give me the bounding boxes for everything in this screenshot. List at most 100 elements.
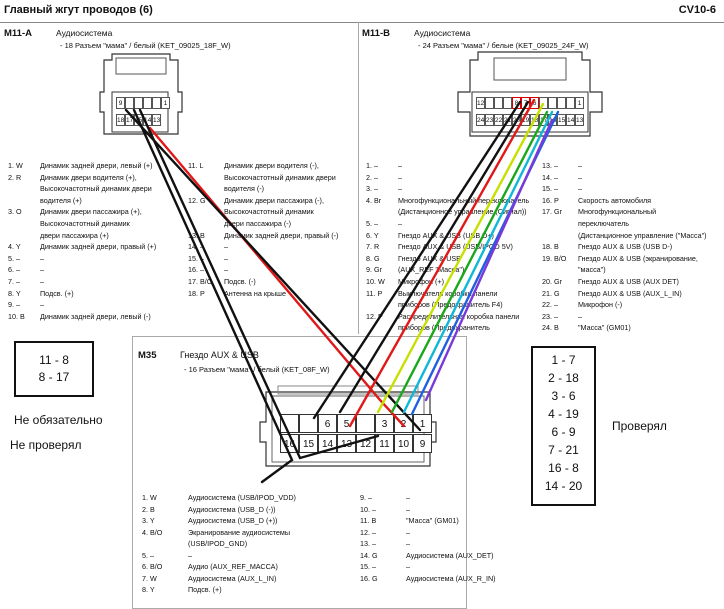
pin-description: Динамик двери водителя (-), bbox=[224, 161, 319, 170]
pin-description: Высокочастотный динамик bbox=[40, 218, 130, 228]
pin-number: 14. – bbox=[188, 242, 204, 252]
pin-cell bbox=[143, 97, 152, 109]
pin-number: 7. – bbox=[8, 276, 20, 286]
pin-cell: 14 bbox=[143, 114, 152, 126]
pin-number: 6. – bbox=[8, 265, 20, 275]
pin-list-row: 11. B"Масса" (GM01) bbox=[360, 515, 496, 527]
pin-number bbox=[542, 218, 578, 230]
pin-cell: 6 bbox=[530, 97, 539, 109]
pin-cell: 15 bbox=[557, 114, 566, 126]
connector-m11b-housing: 12 8 7 6 1 24 23 22 21 20 19 18 17 16 15… bbox=[456, 50, 604, 138]
pin-list-row: двери пассажира (+) bbox=[8, 230, 156, 242]
pin-list-row: 9. –– bbox=[360, 492, 496, 504]
pin-number: 1. W bbox=[8, 161, 23, 170]
pin-cell bbox=[503, 97, 512, 109]
pin-description: – bbox=[578, 311, 582, 321]
pin-number: 8. Y bbox=[8, 288, 21, 298]
pin-number bbox=[188, 218, 224, 230]
connector-m11b-id: M11-B bbox=[362, 28, 390, 39]
pin-cell: 20 bbox=[512, 114, 521, 126]
connector-m11b-bottom-row: 24 23 22 21 20 19 18 17 16 15 14 13 bbox=[476, 114, 584, 126]
pin-description: – bbox=[188, 550, 192, 560]
pin-number: 6. B/O bbox=[142, 562, 163, 571]
pin-number bbox=[8, 230, 40, 242]
pin-number: 10. B bbox=[8, 311, 25, 321]
pin-list-row: 13. – – bbox=[542, 160, 707, 172]
pin-list-row: (Дистанционное управление (Сигнал)) bbox=[366, 206, 529, 218]
m35-pin-bottom: 9 bbox=[413, 434, 432, 453]
pin-number: 4. Y bbox=[8, 242, 21, 252]
m35-pin-bottom: 14 bbox=[318, 434, 337, 453]
pin-description: – bbox=[40, 265, 44, 275]
connector-m11a-housing: 9 1 18 17 15 14 13 bbox=[98, 52, 184, 136]
pin-description: Динамик задней двери, правый (+) bbox=[40, 242, 157, 252]
pin-description: – bbox=[398, 218, 402, 228]
m35-pin-bottom: 12 bbox=[356, 434, 375, 453]
m35-pin-bottom: 10 bbox=[394, 434, 413, 453]
note-right-line: 4 - 19 bbox=[548, 407, 579, 421]
pin-description: Высокочастотный динамик bbox=[224, 207, 314, 217]
pin-number: 1. – bbox=[366, 161, 378, 170]
pin-description: Высокочастотный динамик двери bbox=[224, 172, 336, 182]
pin-cell: 22 bbox=[494, 114, 503, 126]
m35-pin-top: 1 bbox=[413, 414, 432, 433]
pin-description: (AUX_REF "Масса") bbox=[398, 265, 465, 275]
pin-list-row: (Дистанционное управление ("Масса") bbox=[542, 230, 707, 242]
pin-list-row: 5. –– bbox=[366, 218, 529, 230]
pin-description: – bbox=[224, 253, 228, 263]
pin-list-row: 15. –– bbox=[360, 561, 496, 573]
pin-number: 18. P bbox=[188, 288, 205, 298]
pin-number: 3. O bbox=[8, 207, 22, 217]
connector-m35-id: M35 bbox=[138, 350, 157, 361]
pin-number: 9. – bbox=[360, 493, 372, 502]
pin-description: Подсв. (+) bbox=[40, 288, 74, 298]
m35-pin-top: 6 bbox=[318, 414, 337, 433]
pin-description: (USB/IPOD_GND) bbox=[188, 539, 248, 548]
pin-number: 12. P bbox=[366, 311, 383, 321]
pin-description: Выключатель коробки панели bbox=[398, 288, 498, 298]
pin-list-row: 1. –– bbox=[366, 160, 529, 172]
pin-list-row: водителя (+) bbox=[8, 195, 156, 207]
pin-list-row: 7. –– bbox=[8, 276, 156, 288]
pin-number: 12. G bbox=[188, 195, 206, 205]
pin-description: двери пассажира (-) bbox=[224, 218, 292, 228]
pin-number: 16. G bbox=[360, 573, 378, 583]
pin-number: 2. R bbox=[8, 172, 22, 182]
pin-number: 20. Gr bbox=[542, 276, 562, 286]
pin-list-row: приборов (Предохранитель F4) bbox=[366, 299, 529, 311]
pin-number: 13. – bbox=[542, 161, 558, 170]
pin-list-row: 2. –– bbox=[366, 172, 529, 184]
pin-number: 10. – bbox=[360, 504, 376, 514]
pin-list-row: "масса") bbox=[542, 264, 707, 276]
pin-cell bbox=[548, 97, 557, 109]
pin-description: – bbox=[406, 539, 410, 548]
pin-number: 17. B/O bbox=[188, 276, 213, 286]
pin-description: Аудиосистема (USB_D (-)) bbox=[188, 504, 276, 514]
pin-description: – bbox=[224, 242, 228, 252]
pin-number: 4. B/O bbox=[142, 527, 163, 537]
pin-description: "масса") bbox=[578, 265, 606, 275]
pin-description: приборов (Предохранитель bbox=[398, 323, 490, 333]
pin-list-row: 9. Gr(AUX_REF "Масса") bbox=[366, 264, 529, 276]
pin-list-row: приборов (Предохранитель bbox=[366, 322, 529, 334]
connector-m11b-top-row: 12 8 7 6 1 bbox=[476, 97, 584, 109]
pin-description: – bbox=[578, 161, 582, 170]
pin-description: – bbox=[406, 504, 410, 514]
pin-number: 18. B bbox=[542, 242, 559, 252]
note-right-caption-checked: Проверял bbox=[612, 419, 667, 433]
note-left-box: 11 - 8 8 - 17 bbox=[14, 341, 94, 397]
